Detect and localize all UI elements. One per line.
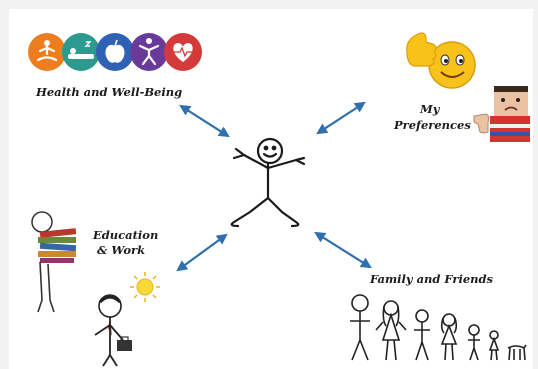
arrow-education (176, 233, 228, 272)
businessman-icon (94, 294, 132, 367)
arrow-family (314, 231, 372, 269)
connector-arrows (176, 101, 372, 272)
health-icons (28, 33, 202, 71)
exercise-person-icon (130, 33, 168, 71)
sleep-icon (62, 33, 100, 71)
meditation-icon (28, 33, 66, 71)
education-label-line2: & Work (97, 243, 146, 257)
preferences-label-line2: Preferences (394, 118, 471, 132)
arrow-health (179, 104, 230, 138)
thumbs-down-boy-icon (473, 86, 530, 142)
education-label-line1: Education (93, 228, 159, 242)
family-label: Family and Friends (370, 272, 494, 286)
apple-icon (96, 33, 134, 71)
sun-icon (130, 272, 160, 302)
stick-family-icon (350, 294, 527, 361)
preferences-label-line1: My (420, 102, 440, 116)
book-stack-person-icon (31, 211, 77, 313)
heart-rate-icon (164, 33, 202, 71)
health-label: Health and Well-Being (36, 85, 183, 99)
arrow-preferences (316, 101, 366, 135)
thumbs-up-emoji-icon (406, 32, 476, 89)
stick-figure-person-icon (230, 137, 306, 228)
